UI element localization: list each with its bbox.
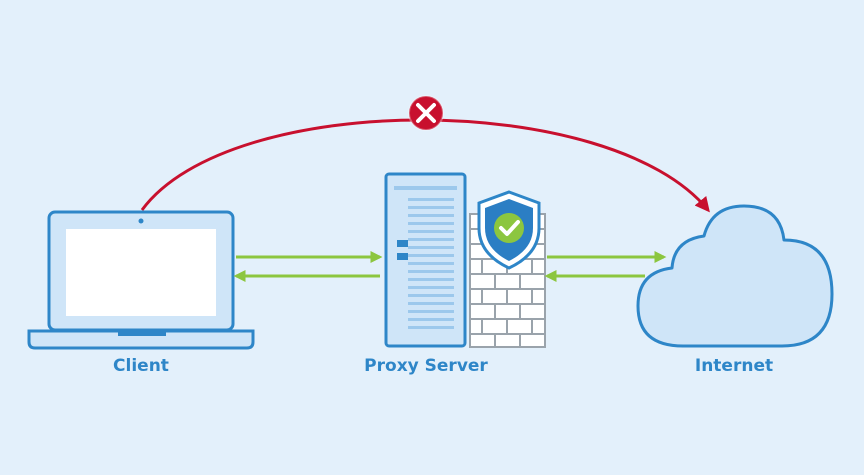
laptop-icon <box>27 210 255 350</box>
internet-label: Internet <box>694 356 774 376</box>
client-label: Client <box>113 356 169 376</box>
server-rack-icon <box>384 172 467 348</box>
proxy-server-label: Proxy Server <box>364 356 488 376</box>
shield-check-icon <box>477 190 541 270</box>
cloud-icon <box>636 204 834 348</box>
x-circle-icon <box>408 95 444 131</box>
